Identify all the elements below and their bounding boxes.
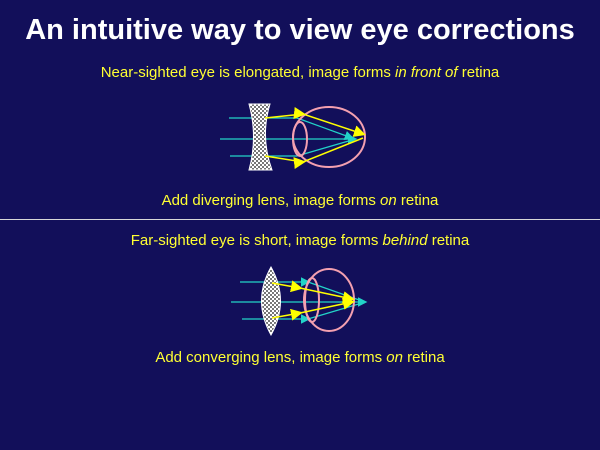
caption-text: Add diverging lens, image forms [161,192,381,209]
caption-text: retina [427,232,470,249]
eye-lens [304,277,320,323]
eyeball [292,106,366,168]
caption-text: retina [457,64,500,81]
converging-lens [261,265,281,337]
far-sighted-diagram [231,265,368,337]
diverging-lens [248,103,273,171]
caption-text: Near-sighted eye is elongated, image for… [100,64,396,81]
uncorrected-rays [220,117,358,157]
converging-lens-caption: Add converging lens, image forms on reti… [0,349,600,366]
caption-emphasis: on [386,349,403,366]
near-sighted-caption: Near-sighted eye is elongated, image for… [0,64,600,81]
caption-emphasis: behind [382,232,428,249]
corrected-rays [271,280,355,321]
caption-text: Add converging lens, image forms [155,349,387,366]
divider-line [0,219,600,220]
far-sighted-caption: Far-sighted eye is short, image forms be… [0,232,600,249]
near-sighted-diagram [220,103,366,171]
slide-title: An intuitive way to view eye corrections [25,14,575,46]
diverging-lens-caption: Add diverging lens, image forms on retin… [0,192,600,209]
caption-emphasis: in front of [395,64,458,81]
caption-emphasis: on [380,192,397,209]
caption-text: Far-sighted eye is short, image forms [130,232,383,249]
caption-text: retina [396,192,439,209]
caption-text: retina [402,349,445,366]
corrected-rays [264,107,366,169]
